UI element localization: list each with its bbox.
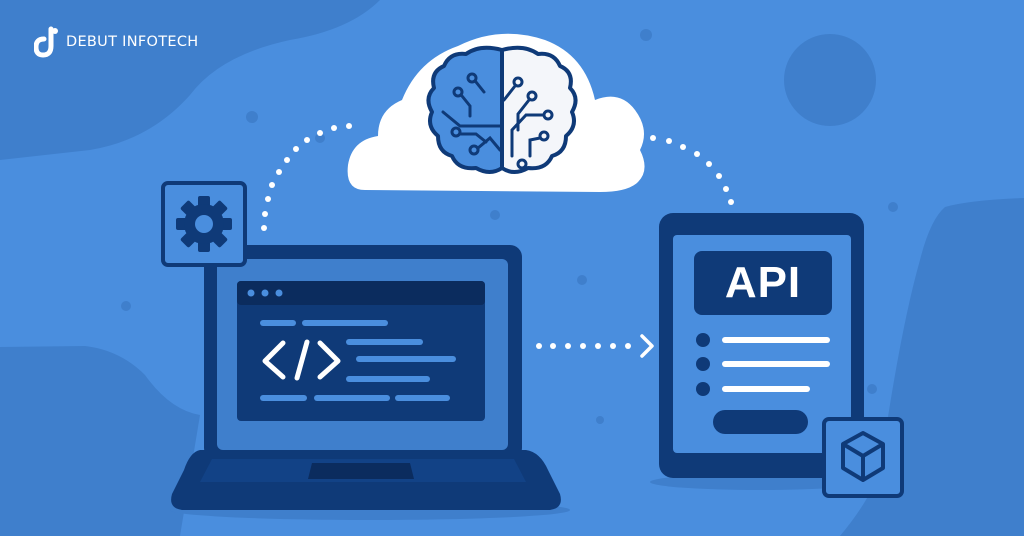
connector-laptop-to-cloud: [261, 123, 352, 231]
brand-logo: DEBUT INFOTECH: [34, 26, 198, 58]
cube-badge: [822, 417, 904, 498]
brand-name: DEBUT INFOTECH: [66, 34, 199, 50]
brain-circuit-icon: [426, 45, 578, 174]
debut-infotech-logo-icon: [34, 26, 58, 58]
connector-laptop-to-tablet: [536, 334, 654, 358]
api-header-label: API: [694, 251, 832, 315]
laptop: [170, 245, 570, 520]
connector-cloud-to-tablet: [650, 135, 734, 205]
cube-icon: [841, 431, 885, 482]
gear-icon: [176, 196, 232, 252]
code-brackets-icon: [262, 339, 341, 381]
arrow-right-icon: [640, 334, 654, 358]
gear-badge: [161, 181, 247, 267]
